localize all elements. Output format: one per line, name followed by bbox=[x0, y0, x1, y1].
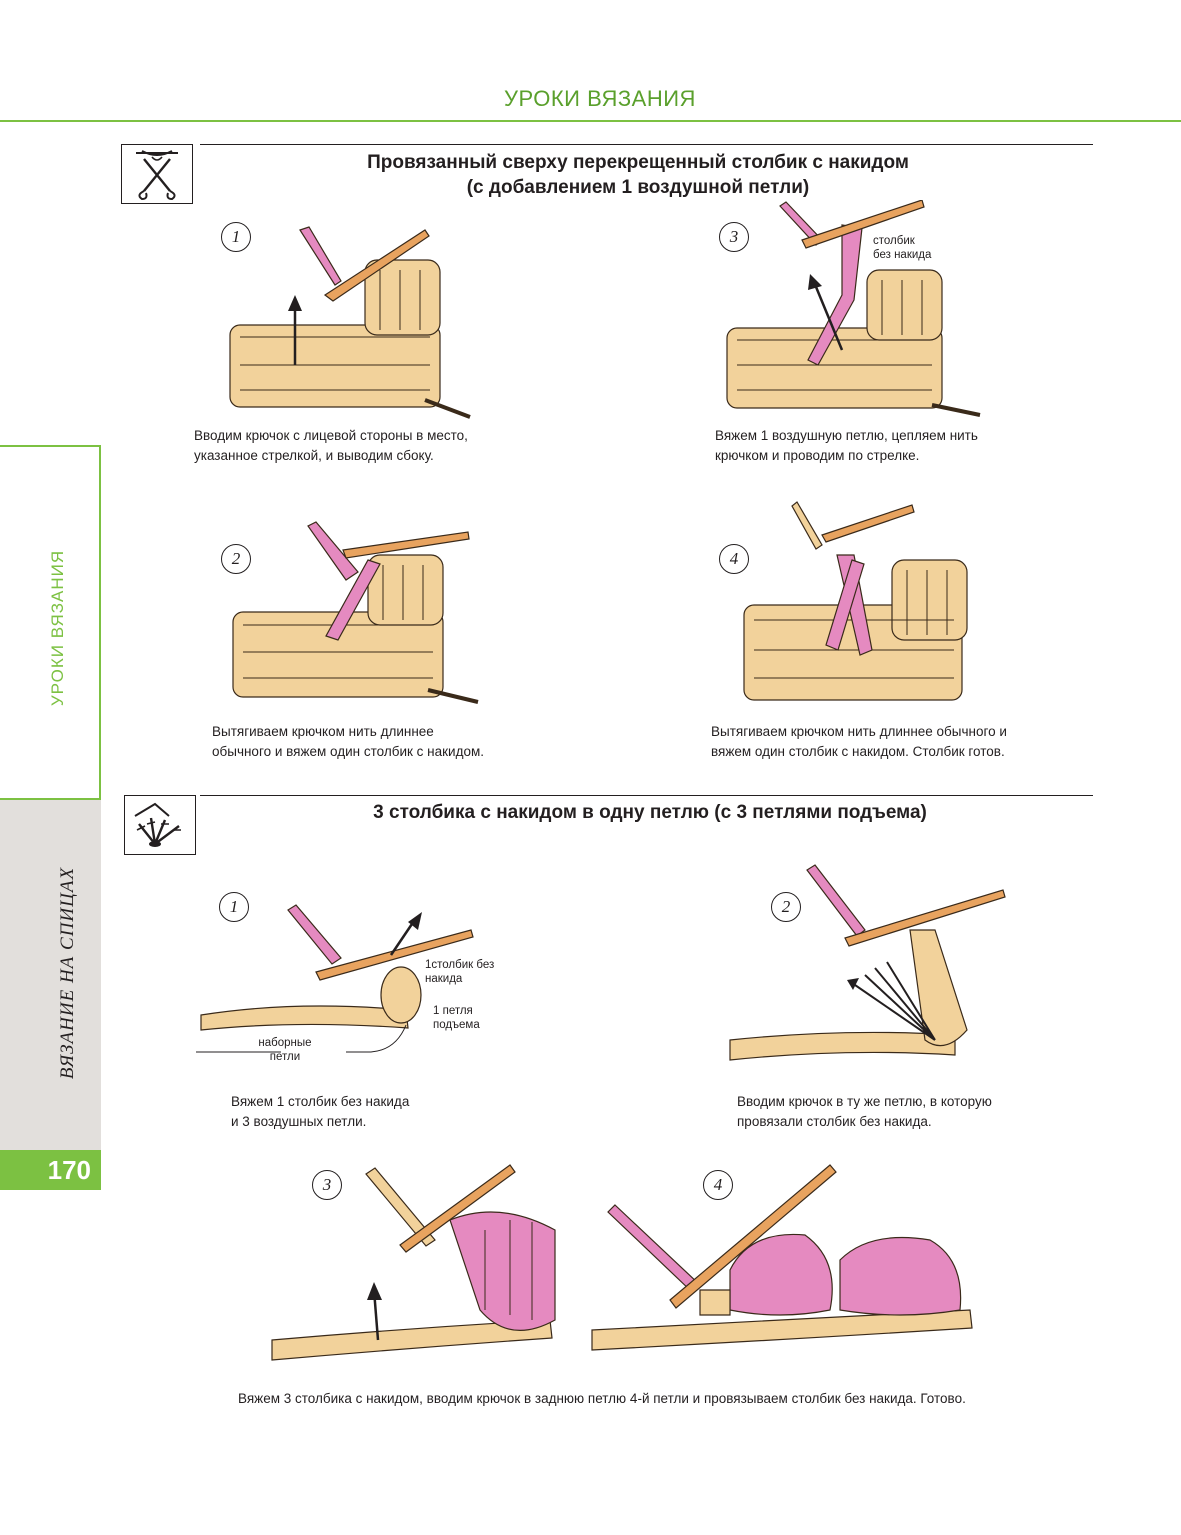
stitch-callout-label: столбик без накида bbox=[873, 235, 932, 261]
step-caption: Вытягиваем крючком нить длиннее обычного… bbox=[212, 724, 484, 759]
s2-step-3-illustration bbox=[271, 1164, 556, 1361]
step-number: 2 bbox=[771, 892, 801, 922]
step-number: 1 bbox=[219, 892, 249, 922]
step-caption: Вводим крючок с лицевой стороны в место,… bbox=[194, 428, 468, 463]
step-number: 3 bbox=[312, 1170, 342, 1200]
sidebar-section-label: УРОКИ ВЯЗАНИЯ bbox=[48, 549, 67, 707]
step-caption: Вяжем 1 воздушную петлю, цепляем нить кр… bbox=[715, 428, 978, 463]
sidebar-book-label: ВЯЗАНИЕ НА СПИЦАХ bbox=[57, 866, 78, 1080]
crossed-stitch-symbol-icon bbox=[121, 144, 193, 204]
section-2-rule bbox=[200, 795, 1093, 796]
step-1-illustration bbox=[229, 226, 471, 419]
step-3-illustration bbox=[726, 200, 981, 417]
stitch-label: 1столбик без накида bbox=[425, 959, 495, 985]
step-number: 1 bbox=[221, 222, 251, 252]
s2-step-2-illustration bbox=[729, 864, 1006, 1061]
step-number: 4 bbox=[719, 544, 749, 574]
section-2-title: 3 столбика с накидом в одну петлю (с 3 п… bbox=[373, 802, 927, 823]
chain-label: наборные петли bbox=[258, 1037, 312, 1063]
step-4-illustration bbox=[743, 501, 968, 701]
section-1-rule bbox=[200, 144, 1093, 145]
step-number: 4 bbox=[703, 1170, 733, 1200]
step-number: 3 bbox=[719, 222, 749, 252]
s2-step-1-illustration bbox=[196, 904, 474, 1053]
header-divider bbox=[0, 120, 1181, 122]
page-number: 170 bbox=[0, 1150, 101, 1190]
s2-step-4-illustration bbox=[591, 1164, 973, 1351]
lift-loop-label: 1 петля подъема bbox=[433, 1005, 480, 1031]
final-caption: Вяжем 3 столбика с накидом, вводим крючо… bbox=[238, 1391, 966, 1406]
sidebar-book-panel bbox=[0, 800, 101, 1150]
step-caption: Вводим крючок в ту же петлю, в которую п… bbox=[737, 1094, 992, 1129]
fan-stitch-symbol-icon bbox=[124, 795, 196, 855]
step-caption: Вытягиваем крючком нить длиннее обычного… bbox=[711, 724, 1007, 759]
step-caption: Вяжем 1 столбик без накида и 3 воздушных… bbox=[231, 1094, 410, 1129]
running-header: УРОКИ ВЯЗАНИЯ bbox=[504, 86, 696, 111]
sidebar-section-panel bbox=[0, 445, 101, 800]
step-2-illustration bbox=[232, 521, 479, 704]
step-number: 2 bbox=[221, 544, 251, 574]
section-1-title: Провязанный сверху перекрещенный столбик… bbox=[367, 152, 909, 198]
